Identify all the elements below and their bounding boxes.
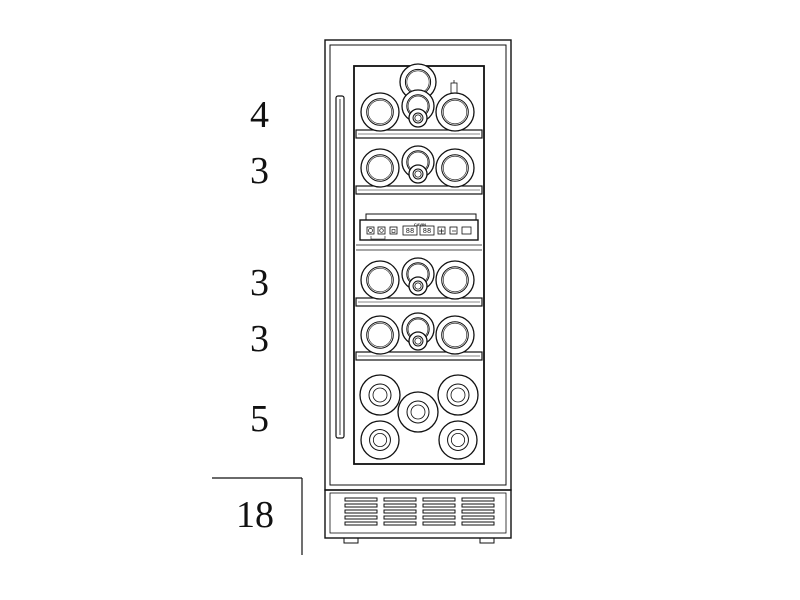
bottle (435, 148, 475, 188)
vent-slot (461, 503, 495, 508)
control-panel-strip (359, 219, 479, 241)
bottle-neck (408, 164, 428, 184)
total-box-lines (212, 477, 303, 555)
svg-text:88: 88 (423, 228, 431, 236)
bottle (360, 148, 400, 188)
bottle (435, 92, 475, 132)
vent-slot (344, 521, 378, 526)
display-left (402, 225, 418, 236)
bottles (359, 63, 479, 460)
bottle-neck (438, 420, 478, 460)
foot-left (343, 537, 359, 544)
vent-slot (461, 497, 495, 502)
bottle (399, 63, 437, 101)
zone-icon (461, 226, 472, 235)
shelf-count-5: 5 (250, 398, 269, 440)
shelf-count-2: 3 (250, 150, 269, 192)
vent-slot (383, 521, 417, 526)
thermometer-icon (450, 80, 458, 94)
bottle (435, 315, 475, 355)
bottle (360, 260, 400, 300)
vent-slot (383, 509, 417, 514)
bottle-neck (408, 276, 428, 296)
svg-text:88: 88 (406, 228, 414, 236)
vent-slot (422, 503, 456, 508)
light-icon (377, 226, 386, 235)
bottle-neck (397, 391, 439, 433)
vent-slot (344, 503, 378, 508)
shelf-count-3: 3 (250, 262, 269, 304)
vent-slot (461, 521, 495, 526)
lock-icon (389, 226, 398, 235)
vent-slot (422, 515, 456, 520)
bottle-neck (359, 374, 401, 416)
bottle-neck (408, 331, 428, 351)
cabinet-base (324, 489, 512, 539)
vent-slot (461, 515, 495, 520)
vent-slot (344, 515, 378, 520)
vent-slot (383, 515, 417, 520)
door-handle (335, 95, 345, 439)
vent-slot (422, 521, 456, 526)
panel-brand: CAVIN (414, 222, 426, 227)
bottle (435, 260, 475, 300)
vent-slot (383, 497, 417, 502)
vent-grille (344, 497, 495, 526)
total-count: 18 (236, 494, 274, 536)
vent-slot (461, 509, 495, 514)
display-right (419, 225, 435, 236)
foot-right (479, 537, 495, 544)
vent-slot (422, 497, 456, 502)
bottle-neck (437, 374, 479, 416)
bottle (360, 92, 400, 132)
shelf-count-1: 4 (250, 94, 269, 136)
shelf-count-4: 3 (250, 318, 269, 360)
cabinet-inner-frame (329, 44, 507, 486)
minus-icon (449, 226, 458, 235)
bottle-neck (360, 420, 400, 460)
control-panel: CAVIN 88 88 (359, 213, 479, 241)
bottle-neck (408, 108, 428, 128)
vent-slot (383, 503, 417, 508)
vent-slot (344, 497, 378, 502)
cabinet (324, 39, 512, 544)
vent-slot (422, 509, 456, 514)
power-icon (366, 226, 375, 235)
bottle (360, 315, 400, 355)
shelves (355, 129, 483, 361)
vent-slot (344, 509, 378, 514)
